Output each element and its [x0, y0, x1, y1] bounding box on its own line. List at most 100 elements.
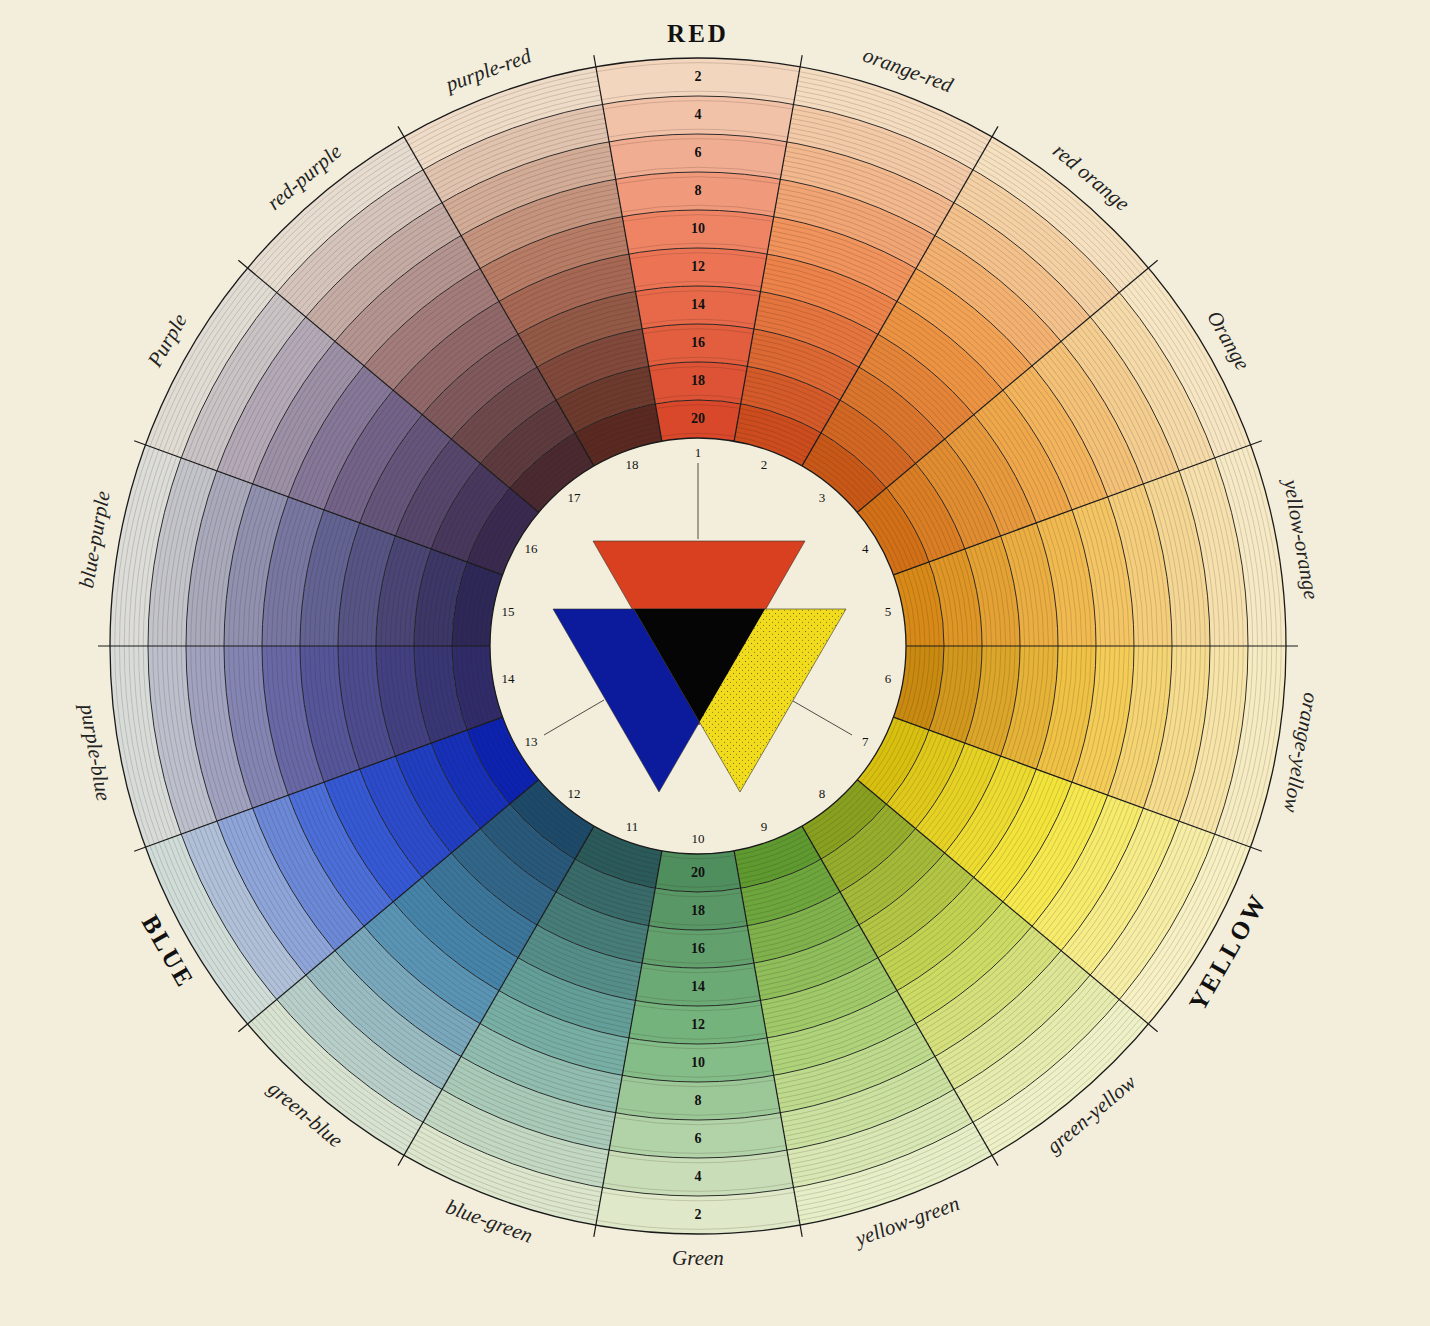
ring-number: 2: [695, 1207, 702, 1222]
sector-divider: [238, 260, 538, 512]
sector-divider: [857, 780, 1157, 1032]
hue-name: blue-purple: [75, 489, 115, 590]
ring-number: 6: [695, 1131, 702, 1146]
ring-number: 18: [691, 903, 705, 918]
color-band: [655, 400, 740, 441]
ring-number: 20: [691, 865, 705, 880]
sector-divider: [893, 717, 1261, 851]
hue-number: 5: [885, 605, 892, 619]
sector-divider: [594, 55, 662, 441]
hue-name: Green: [672, 1247, 724, 1270]
sector-divider: [594, 851, 662, 1237]
sector-divider: [734, 55, 802, 441]
sector-divider: [906, 645, 1298, 646]
hue-name: purple-blue: [75, 702, 115, 803]
sector-divider: [734, 851, 802, 1237]
ring-number: 4: [695, 1169, 702, 1184]
ring-number: 10: [691, 221, 705, 236]
hue-number: 4: [862, 542, 869, 556]
color-band: [622, 210, 773, 254]
sector-divider: [98, 645, 490, 646]
hue-number: 12: [567, 787, 580, 801]
ring-number: 16: [691, 335, 705, 350]
hue-name: Orange: [1202, 306, 1254, 373]
sector-divider: [238, 780, 538, 1032]
hue-name: yellow-green: [852, 1192, 962, 1251]
ring-number: 16: [691, 941, 705, 956]
ring-circle: [490, 438, 906, 854]
leader-line: [544, 700, 604, 735]
color-band: [655, 851, 740, 892]
leader-line: [698, 463, 699, 539]
hue-number: 7: [862, 735, 869, 749]
yellow-stipple: [634, 609, 846, 792]
sector-divider: [893, 441, 1261, 575]
hue-name: red orange: [1049, 139, 1134, 216]
hue-name: yellow-orange: [1279, 478, 1323, 601]
ring-number: 18: [691, 373, 705, 388]
sector-divider: [398, 126, 594, 465]
color-band: [602, 96, 793, 142]
hue-name: green-yellow: [1042, 1071, 1140, 1159]
hue-number: 13: [524, 735, 537, 749]
hue-number: 1: [695, 446, 702, 460]
ring-lines: [98, 55, 1298, 1237]
ring-number: 2: [695, 69, 702, 84]
hue-name: red-purple: [263, 140, 346, 215]
primary-name: RED: [667, 20, 729, 48]
sector-divider: [802, 826, 998, 1165]
ring-number: 12: [691, 1017, 705, 1032]
hue-number: 6: [885, 672, 892, 686]
ring-number: 12: [691, 259, 705, 274]
hue-number: 10: [692, 832, 705, 846]
fine-ring: [898, 447, 1281, 646]
hue-number: 2: [761, 458, 768, 472]
color-band: [629, 1001, 767, 1044]
primary-name: YELLOW: [1183, 889, 1272, 1016]
hue-number: 16: [524, 542, 537, 556]
hue-name: purple-red: [443, 45, 535, 97]
color-band: [596, 1188, 800, 1234]
ring-number: 8: [695, 1093, 702, 1108]
primary-triangles: [544, 463, 852, 792]
hue-name: orange-yellow: [1279, 690, 1323, 813]
color-band: [596, 58, 800, 104]
ring-number: 8: [695, 183, 702, 198]
sector-divider: [802, 126, 998, 465]
leader-line: [793, 701, 852, 735]
primary-name: BLUE: [136, 910, 200, 993]
hue-number: 8: [819, 787, 826, 801]
yellow-triangle: [634, 609, 846, 792]
hue-name: Purple: [144, 310, 193, 371]
ring-number: 10: [691, 1055, 705, 1070]
color-band: [602, 1150, 793, 1196]
ring-number: 14: [691, 979, 705, 994]
ring-number: 20: [691, 411, 705, 426]
hue-number: 3: [819, 491, 826, 505]
hue-number: 14: [501, 672, 514, 686]
ring-circle: [452, 400, 944, 892]
hue-number: 15: [501, 605, 514, 619]
hue-number: 18: [626, 458, 639, 472]
ring-number: 4: [695, 107, 702, 122]
hue-number: 11: [626, 820, 639, 834]
ring-number: 14: [691, 297, 705, 312]
sector-divider: [134, 441, 502, 575]
sector-divider: [857, 260, 1157, 512]
fine-ring: [406, 72, 661, 462]
sector-divider: [398, 826, 594, 1165]
fine-ring: [115, 646, 498, 845]
black-triangle: [634, 609, 765, 722]
color-band: [629, 248, 767, 291]
color-band: [622, 1038, 773, 1082]
hue-name: blue-green: [442, 1195, 535, 1248]
hue-name: green-blue: [263, 1077, 347, 1153]
hue-number: 9: [761, 820, 768, 834]
sector-divider: [134, 717, 502, 851]
hue-number: 17: [567, 491, 580, 505]
ring-circle: [414, 362, 982, 930]
hue-name: orange-red: [859, 44, 955, 98]
ring-number: 6: [695, 145, 702, 160]
